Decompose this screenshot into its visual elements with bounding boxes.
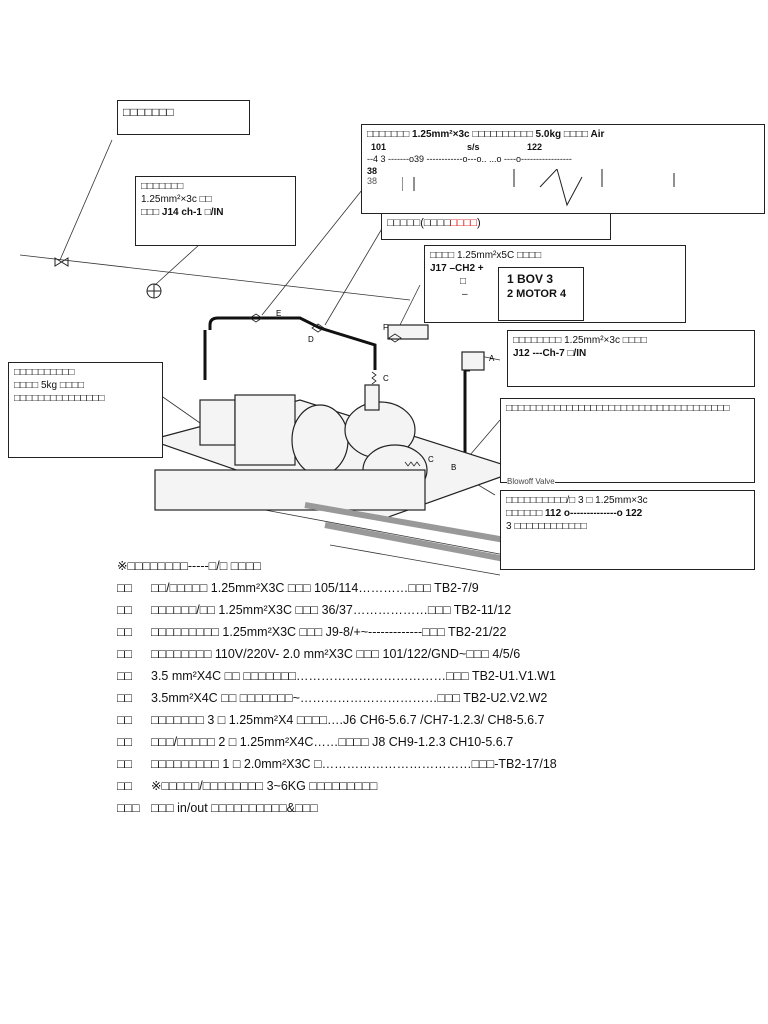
left-note-box: □□□□□□□□□□ □□□□ 5kg □□□□ □□□□□□□□□□□□□□□ [8, 362, 163, 458]
label-f: F [383, 323, 388, 332]
bov-motor-box: □□□□ 1.25mm²x5C □□□□ J17 –CH2 + □ – 1 BO… [424, 245, 686, 323]
list-item: □□ □□□□□□□□□ 1 □ 2.0mm²X3C □………………………………□… [117, 753, 757, 775]
valve-note-box: □□□□□(□□□□□□□□) [381, 213, 611, 240]
list-item: □□ □□□/□□□□□ 2 □ 1.25mm²X4C……□□□□ J8 CH9-… [117, 731, 757, 753]
air-inlet-switch-symbol [402, 169, 675, 207]
blowoff-valve-label: Blowoff Valve [507, 475, 555, 488]
list-item: □□ ※□□□□□/□□□□□□□□ 3~6KG □□□□□□□□□ [117, 775, 757, 797]
label-c-lower: C [428, 455, 434, 464]
list-item-text: □□□□□□/□□ 1.25mm²X3C □□□ 36/37………………□□□ … [151, 603, 512, 617]
air-inlet-num-38b: 38 [367, 176, 378, 186]
bov-motor-inner2: 2 MOTOR 4 [507, 288, 567, 300]
air-inlet-wire-row: --4 3 -------o39 ------------o---o.. ...… [367, 154, 572, 164]
list-item-text: □□□ in/out □□□□□□□□□□&□□□ [151, 801, 318, 815]
bov-motor-line3: □ [460, 276, 467, 287]
list-item-number: □□ [117, 625, 133, 639]
list-item-text: □□/□□□□□ 1.25mm²X3C □□□ 105/114…………□□□ T… [151, 581, 479, 595]
label-d: D [308, 335, 314, 344]
bov-motor-inner1: 1 BOV 3 [507, 272, 554, 286]
list-item: □□ □□/□□□□□ 1.25mm²X3C □□□ 105/114…………□□□… [117, 577, 757, 599]
wiring-instructions-list: ※□□□□□□□□-----□/□ □□□□ □□ □□/□□□□□ 1.25mm… [117, 555, 757, 819]
list-item-text: ※□□□□□/□□□□□□□□ 3~6KG □□□□□□□□□ [151, 779, 378, 793]
left-note-line1: □□□□□□□□□□ [14, 367, 75, 378]
list-item-number: □□ [117, 647, 133, 661]
list-item-number: □□ [117, 603, 133, 617]
left-note-line3: □□□□□□□□□□□□□□□ [14, 393, 105, 404]
right-bottom-line1: □□□□□□□□□□/□ 3 □ 1.25mm×3c [506, 495, 648, 506]
right-long-note: □□□□□□□□□□□□□□□□□□□□□□□□□□□□□□□□□□□□□ [506, 403, 730, 414]
list-item-number: □□□ [117, 801, 140, 815]
list-item-text: 3.5mm²X4C □□ □□□□□□□~……………………………□□□ TB2-… [151, 691, 548, 705]
list-item: □□ □□□□□□□□□ 1.25mm²X3C □□□ J9-8/+~------… [117, 621, 757, 643]
list-item-text: □□□□□□□□□ 1 □ 2.0mm²X3C □………………………………□□□… [151, 757, 557, 771]
list-item-number: □□ [117, 757, 133, 771]
label-b: B [451, 463, 456, 472]
list-item-number: □□ [117, 669, 133, 683]
air-inlet-num-101: 101 [371, 142, 387, 152]
air-inlet-box: □□□□□□□ 1.25mm²×3c □□□□□□□□□□ 5.0kg □□□□… [361, 124, 765, 214]
bov-motor-line4: – [462, 289, 468, 300]
list-item: □□□ □□□ in/out □□□□□□□□□□&□□□ [117, 797, 757, 819]
list-item: □□ □□□□□□/□□ 1.25mm²X3C □□□ 36/37………………□□… [117, 599, 757, 621]
top-left-title: □□□□□□□ [123, 105, 174, 119]
valve-note-red: □□□□ [450, 217, 478, 229]
right-bottom-box: □□□□□□□□□□/□ 3 □ 1.25mm×3c □□□□□□ 112 o-… [500, 490, 755, 570]
mid-left-sensor-box: □□□□□□□ 1.25mm²×3c □□ □□□ J14 ch-1 □/IN [135, 176, 296, 246]
list-item-text: □□□□□□□ 3 □ 1.25mm²X4 □□□□….J6 CH6-5.6.7… [151, 713, 545, 727]
bov-motor-line2: J17 –CH2 + [430, 263, 484, 274]
air-inlet-line1: □□□□□□□ 1.25mm²×3c □□□□□□□□□□ 5.0kg □□□□… [367, 129, 605, 140]
bov-motor-line1: □□□□ 1.25mm²x5C □□□□ [430, 250, 542, 261]
valve-note-prefix: □□□□□(□□□□ [387, 217, 451, 229]
list-item-number: □□ [117, 691, 133, 705]
right-sensor-box: □□□□□□□□ 1.25mm²×3c □□□□ J12 ---Ch-7 □/I… [507, 330, 755, 387]
right-bottom-line3: 3 □□□□□□□□□□□□ [506, 521, 587, 532]
label-a: A [489, 354, 495, 363]
mid-left-sensor-line1: □□□□□□□ [141, 181, 184, 192]
list-item-number: □□ [117, 735, 133, 749]
list-header: ※□□□□□□□□-----□/□ □□□□ [117, 559, 261, 573]
air-inlet-num-ss: s/s [467, 142, 480, 152]
right-sensor-line2: J12 ---Ch-7 □/IN [513, 348, 587, 359]
list-item-text: □□□□□□□□□ 1.25mm²X3C □□□ J9-8/+~--------… [151, 625, 507, 639]
air-inlet-num-122: 122 [527, 142, 543, 152]
list-item-number: □□ [117, 779, 133, 793]
list-item: □□ □□□□□□□□ 110V/220V- 2.0 mm²X3C □□□ 101… [117, 643, 757, 665]
right-long-note-box: □□□□□□□□□□□□□□□□□□□□□□□□□□□□□□□□□□□□□ Bl… [500, 398, 755, 488]
left-note-line2: □□□□ 5kg □□□□ [14, 380, 84, 391]
right-bottom-line2: □□□□□□ 112 o--------------o 122 [506, 508, 643, 519]
list-item-number: □□ [117, 713, 133, 727]
mid-left-sensor-line3: □□□ J14 ch-1 □/IN [141, 207, 224, 218]
mid-left-sensor-line2: 1.25mm²×3c □□ [141, 194, 212, 205]
top-left-title-box: □□□□□□□ [117, 100, 250, 135]
label-c-upper: C [383, 374, 389, 383]
list-item-number: □□ [117, 581, 133, 595]
label-e: E [276, 309, 281, 318]
right-sensor-line1: □□□□□□□□ 1.25mm²×3c □□□□ [513, 335, 647, 346]
air-inlet-num-38a: 38 [367, 166, 378, 176]
list-item-text: □□□/□□□□□ 2 □ 1.25mm²X4C……□□□□ J8 CH9-1.… [151, 735, 514, 749]
list-item-text: 3.5 mm²X4C □□ □□□□□□□………………………………□□□ TB2… [151, 669, 556, 683]
list-item: □□ □□□□□□□ 3 □ 1.25mm²X4 □□□□….J6 CH6-5.6… [117, 709, 757, 731]
valve-note-suffix: ) [477, 217, 481, 229]
bov-motor-inner-box: 1 BOV 3 2 MOTOR 4 [498, 267, 584, 321]
list-item: □□ 3.5mm²X4C □□ □□□□□□□~……………………………□□□ TB… [117, 687, 757, 709]
list-item: □□ 3.5 mm²X4C □□ □□□□□□□………………………………□□□ T… [117, 665, 757, 687]
list-item-text: □□□□□□□□ 110V/220V- 2.0 mm²X3C □□□ 101/1… [151, 647, 521, 661]
